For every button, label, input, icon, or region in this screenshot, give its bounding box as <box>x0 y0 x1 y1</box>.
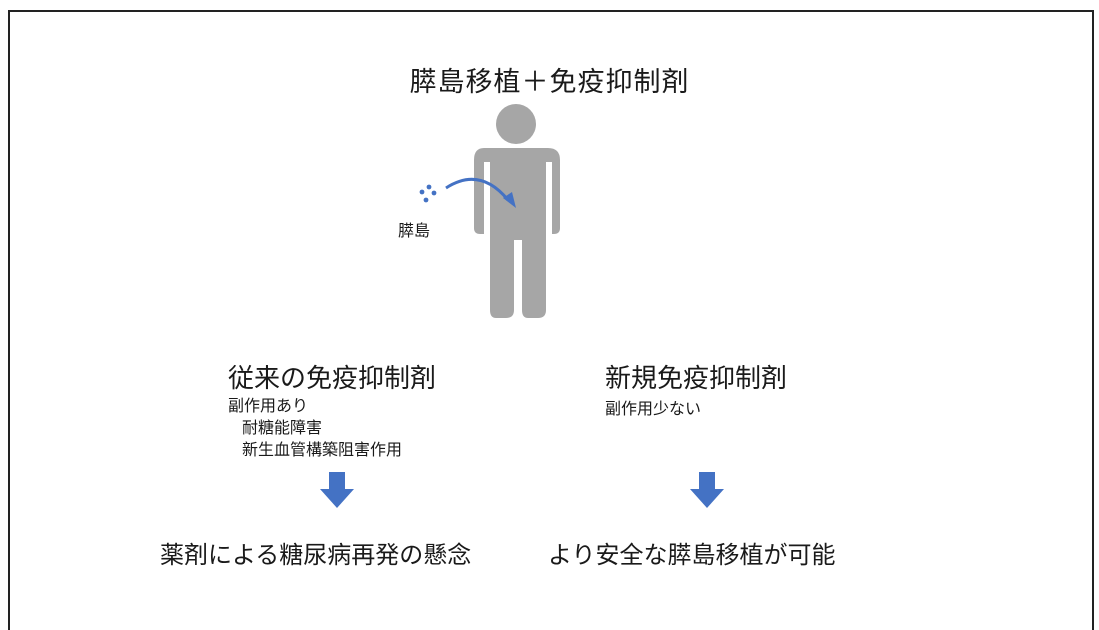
diagram-frame <box>8 10 1094 630</box>
side-effect-item: 新生血管構築阻害作用 <box>242 440 403 459</box>
conventional-result: 薬剤による糖尿病再発の懸念 <box>160 541 472 569</box>
islet-dot <box>431 190 437 196</box>
islet-dot <box>426 184 432 190</box>
side-effects-label: 副作用あり <box>228 396 309 415</box>
new-immunosuppressant-heading: 新規免疫抑制剤 <box>605 364 788 394</box>
islet-dot <box>423 197 429 203</box>
down-arrow-icon <box>320 472 354 508</box>
down-arrow-icon <box>690 472 724 508</box>
person-icon <box>474 104 560 318</box>
islet-label: 膵島 <box>398 221 431 240</box>
curved-arrow-icon <box>419 178 516 208</box>
side-effect-item: 耐糖能障害 <box>242 418 323 437</box>
islet-dot <box>419 189 425 195</box>
conventional-side-effects: 副作用あり 耐糖能障害 新生血管構築阻害作用 <box>228 395 402 461</box>
new-result: より安全な膵島移植が可能 <box>548 541 836 569</box>
diagram-title: 膵島移植＋免疫抑制剤 <box>409 67 690 98</box>
conventional-immunosuppressant-heading: 従来の免疫抑制剤 <box>228 364 437 394</box>
new-side-effects-label: 副作用少ない <box>605 399 702 418</box>
